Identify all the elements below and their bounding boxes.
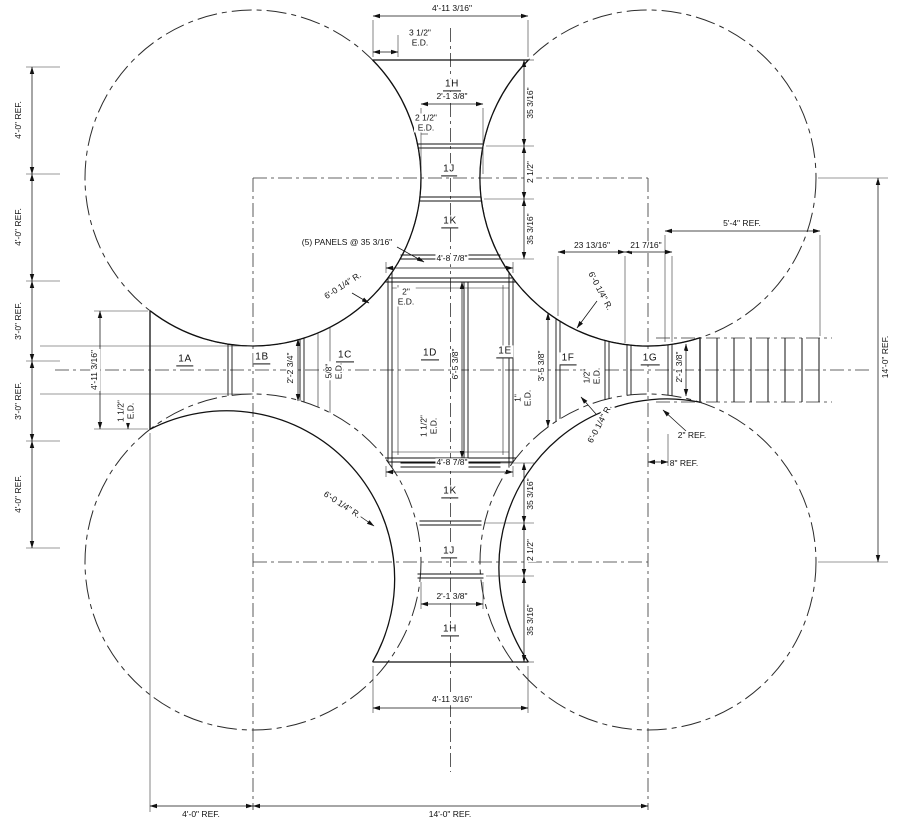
ref-right-14-0: 14'-0" REF. [880,334,891,380]
dim-23-13-16: 23 13/16" [572,240,612,251]
edge-distance-label: E.D. [417,122,435,132]
panel-label-1j-bottom: 1J [441,545,457,559]
edge-distance-label: E.D. [411,37,429,47]
dim-edge-distance-center: 1 1/2" E.D. [418,414,439,438]
panel-label-1e: 1E [496,345,514,359]
dim-top-width: 4'-11 3/16" [431,3,473,14]
extension-lines [26,20,888,812]
centerlines [55,28,872,810]
edge-distance-label: E.D. [397,296,415,306]
dim-mid-width-top: 4'-8 7/8" [435,253,469,264]
ref-bottom-4-0: 4'-0" REF. [181,809,221,820]
panel-label-1a: 1A [176,353,194,367]
panel-label-1k-bottom: 1K [441,485,459,499]
panel-label-1h-bottom: 1H [441,623,459,637]
panel-label-1d: 1D [421,347,439,361]
dim-2-2-3-4: 2'-2 3/4" [285,351,296,385]
dim-waist-width-right: 2'-1 3/8" [674,350,685,384]
panel-label-1h-top: 1H [443,78,461,92]
dim-waist-width-top: 2'-1 3/8" [435,91,469,102]
dim-6-5-3-8: 6'-5 3/8" [450,347,461,381]
panel-label-1c: 1C [336,349,354,363]
edge-distance-label: E.D. [125,402,135,420]
dim-value: 2" [402,286,410,297]
dim-top-edge-distance: 3 1/2" E.D. [408,27,432,48]
dim-edge-distance-left: 1 1/2" E.D. [115,399,136,423]
dim-panel-height-1h-top: 35 3/16" [525,86,536,120]
ref-5-4: 5'-4" REF. [722,218,762,229]
edge-distance-label: E.D. [333,362,343,380]
dim-lap-top: 2 1/2" [525,160,536,184]
dim-value: 2 1/2" [415,112,437,123]
ref-2in: 2" REF. [676,430,708,441]
dim-21-7-16: 21 7/16" [629,240,663,251]
dim-edge-distance-2half: 2 1/2" E.D. [414,112,438,133]
dim-lap-bottom: 2 1/2" [525,538,536,562]
dim-panel-height-1h-bottom: 35 3/16" [525,603,536,637]
ref-left-4-0-b: 4'-0" REF. [13,207,24,247]
dim-edge-distance-5-8: 5/8" E.D. [323,361,344,381]
dimension-lines [29,13,881,809]
panel-label-1j-top: 1J [441,163,457,177]
dim-mid-width-bottom: 4'-8 7/8" [435,457,469,468]
dim-value: 3 1/2" [409,27,431,38]
panel-outline [149,59,701,663]
note-panels-callout: (5) PANELS @ 35 3/16" [300,237,394,248]
dim-panel-height-1k-bottom: 35 3/16" [525,477,536,511]
dim-panel-height-1k-top: 35 3/16" [525,212,536,246]
dim-3-5-3-8: 3'-5 3/8" [536,349,547,383]
dim-left-panel-height: 4'-11 3/16" [89,349,100,391]
panel-label-1f: 1F [559,352,577,366]
dim-edge-distance-1-2: 1/2" E.D. [581,366,602,386]
walkway-rungs [699,338,820,402]
dim-edge-distance-1in: 1" E.D. [512,388,533,408]
ref-bottom-14-0: 14'-0" REF. [427,809,473,820]
edge-distance-label: E.D. [591,367,601,385]
panel-label-1b: 1B [253,351,271,365]
dim-edge-distance-2in: 2" E.D. [396,286,416,307]
ref-left-4-0-c: 4'-0" REF. [13,474,24,514]
dim-waist-width-bottom: 2'-1 3/8" [435,591,469,602]
edge-distance-label: E.D. [428,417,438,435]
ref-8in: 8" REF. [668,458,700,469]
edge-distance-label: E.D. [522,389,532,407]
dim-bottom-width: 4'-11 3/16" [431,694,473,705]
ref-left-4-0-a: 4'-0" REF. [13,100,24,140]
ref-left-3-0-b: 3'-0" REF. [13,381,24,421]
panel-label-1k-top: 1K [441,215,459,229]
ref-left-3-0-a: 3'-0" REF. [13,301,24,341]
panel-label-1g: 1G [640,352,660,366]
